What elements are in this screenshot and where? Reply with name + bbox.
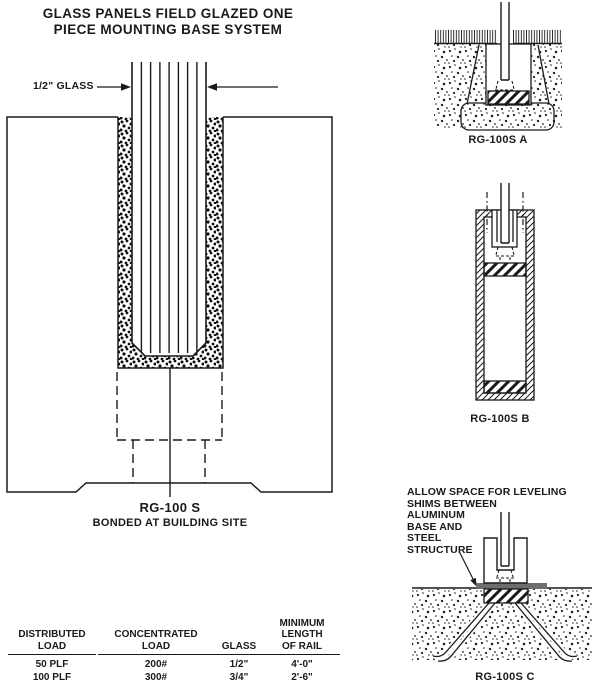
- right-arrowhead: [207, 83, 217, 91]
- table-column-distributed-load: DISTRIBUTED LOAD 50 PLF 100 PLF: [8, 610, 96, 683]
- header-line: OF RAIL: [282, 640, 322, 652]
- title-line-1: GLASS PANELS FIELD GLAZED ONE: [42, 6, 294, 21]
- header-line: LOAD: [141, 640, 171, 652]
- shim-plate-c: [483, 588, 529, 604]
- table-column-glass: GLASS 1/2" 3/4": [214, 610, 264, 683]
- header-line: LENGTH: [281, 629, 323, 640]
- table-cell: 100 PLF: [32, 671, 72, 683]
- header-line: GLASS: [221, 640, 257, 652]
- detail-b-drawing: [475, 183, 535, 401]
- bottom-plate-b: [483, 380, 527, 394]
- main-caption: BONDED AT BUILDING SITE: [92, 517, 248, 529]
- note-line: STRUCTURE: [407, 543, 473, 556]
- table-cell: 1/2": [229, 659, 249, 670]
- main-model-label: RG-100 S: [139, 500, 201, 515]
- glass-callout-arrows: [97, 83, 278, 91]
- anchor-legs: [432, 601, 578, 664]
- glass-size-callout: 1/2" GLASS: [33, 80, 94, 92]
- header-line: CONCENTRATED: [114, 629, 198, 640]
- note-line: ALLOW SPACE FOR LEVELING: [407, 486, 567, 498]
- detail-c-label: RG-100S C: [475, 671, 535, 683]
- detail-b-label: RG-100S B: [470, 413, 530, 425]
- table-cell: 200#: [144, 659, 168, 670]
- left-arrowhead: [121, 83, 131, 91]
- glass-panel-b: [500, 183, 510, 244]
- table-column-concentrated-load: CONCENTRATED LOAD 200# 300#: [98, 610, 214, 683]
- glass-seat-dashed-a: [495, 80, 515, 91]
- column-header: CONCENTRATED LOAD: [98, 610, 214, 655]
- header-line: DISTRIBUTED: [18, 629, 86, 640]
- table-cell: 50 PLF: [35, 659, 69, 670]
- detail-a-drawing: [434, 2, 562, 131]
- aluminum-base-c: [483, 537, 528, 584]
- hidden-lines: [116, 372, 223, 483]
- note-line: SHIMS BETWEEN: [407, 497, 497, 510]
- glass-seat-dashed-b: [495, 246, 515, 262]
- note-line: BASE AND: [407, 520, 463, 533]
- detail-a-label: RG-100S A: [468, 134, 528, 146]
- column-header: GLASS: [214, 610, 264, 655]
- base-outline: [6, 116, 333, 493]
- table-column-minimum-rail-length: MINIMUM LENGTH OF RAIL 4'-0" 2'-6": [264, 610, 340, 683]
- sheet-title: GLASS PANELS FIELD GLAZED ONE PIECE MOUN…: [0, 6, 336, 38]
- table-cell: 300#: [144, 671, 168, 683]
- header-line: LOAD: [37, 640, 67, 652]
- column-header: DISTRIBUTED LOAD: [8, 610, 96, 655]
- leader-arrow: [458, 550, 477, 587]
- shim-space: [477, 583, 547, 589]
- table-cell: 3/4": [229, 671, 249, 683]
- shim-plate-a: [487, 90, 530, 105]
- leveling-shims-note: ALLOW SPACE FOR LEVELING SHIMS BETWEEN A…: [407, 486, 587, 557]
- note-line: STEEL: [407, 532, 442, 545]
- channel-walls: [496, 210, 514, 242]
- main-cross-section: [6, 62, 333, 497]
- glass-panel: [131, 62, 207, 357]
- column-header: MINIMUM LENGTH OF RAIL: [264, 610, 340, 655]
- title-line-2: PIECE MOUNTING BASE SYSTEM: [53, 22, 283, 37]
- glass-panel-a: [500, 2, 510, 81]
- top-plate-b: [483, 262, 527, 277]
- footing-sides: [466, 44, 550, 105]
- detail-c-drawing: [412, 512, 592, 664]
- note-line: ALUMINUM: [407, 509, 465, 522]
- header-line: MINIMUM: [279, 617, 325, 629]
- frame-hatch: [476, 210, 534, 400]
- glass-panel-c: [500, 512, 510, 567]
- table-cell: 2'-6": [291, 671, 313, 683]
- table-cell: 4'-0": [291, 659, 313, 670]
- turf-band: [434, 30, 562, 45]
